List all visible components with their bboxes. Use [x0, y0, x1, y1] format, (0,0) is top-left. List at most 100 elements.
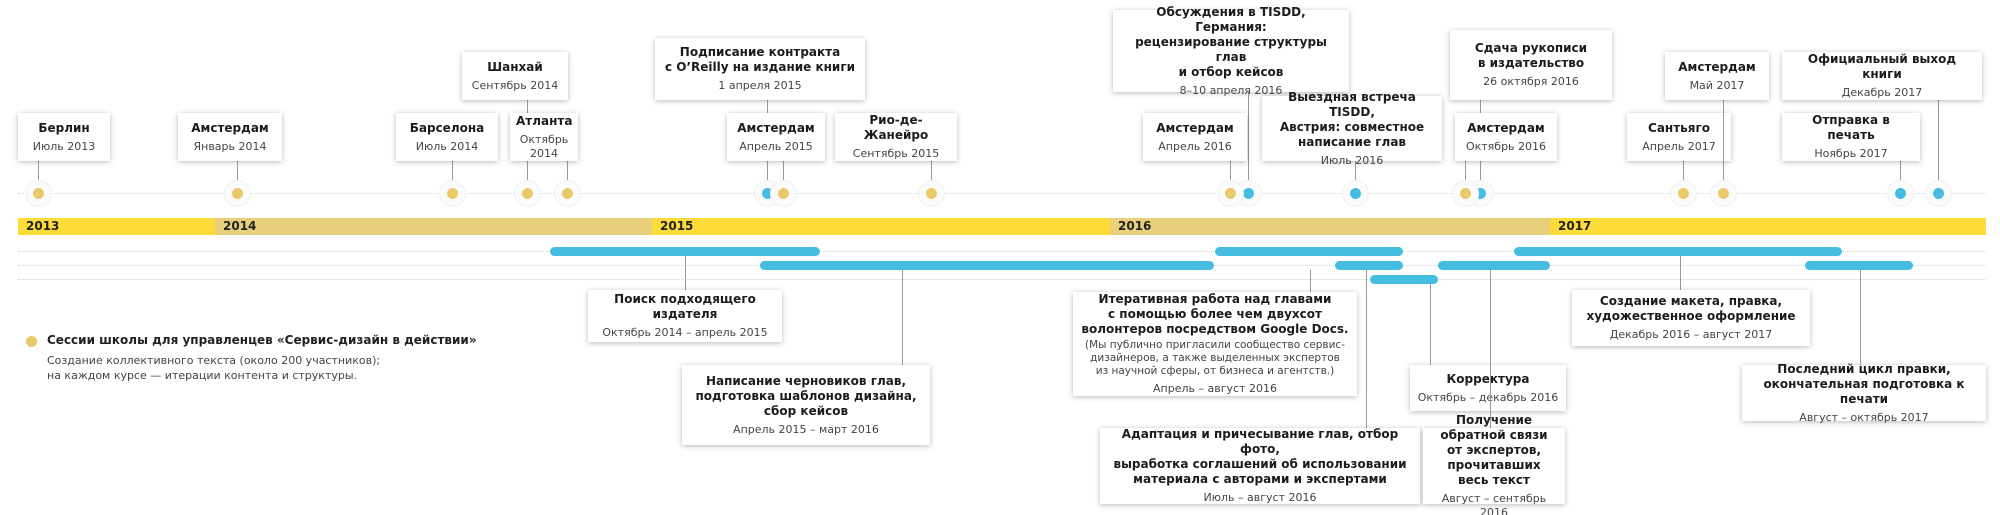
process-card: Последний цикл правки, окончательная под… — [1742, 362, 1986, 424]
event-title: Шанхай — [487, 59, 543, 74]
event-date: Декабрь 2017 — [1841, 86, 1923, 99]
event-title: Официальный выход книги — [1807, 52, 1957, 81]
session-dot — [447, 188, 458, 199]
process-title: Итеративная работа над главами с помощью… — [1081, 292, 1349, 336]
process-date: Октябрь 2014 – апрель 2015 — [602, 326, 768, 339]
bar-track-1 — [18, 251, 1986, 252]
connector-line — [1355, 161, 1356, 186]
session-dot — [522, 188, 533, 199]
event-date: Июль 2014 — [415, 139, 479, 153]
process-date: Октябрь – декабрь 2016 — [1417, 390, 1559, 404]
connector-line — [237, 161, 238, 186]
event-date: Январь 2014 — [193, 139, 267, 153]
event-date: 1 апреля 2015 — [718, 79, 802, 92]
connector-line — [902, 270, 903, 365]
milestone-dot — [1933, 188, 1944, 199]
event-date: Сентябрь 2015 — [852, 147, 940, 160]
year-band-2015: 2015 — [652, 218, 1110, 235]
connector-line — [685, 256, 686, 290]
event-title: Амстердам — [737, 120, 815, 135]
event-date: Апрель 2017 — [1642, 139, 1716, 153]
event-title: Сдача рукописи в издательство — [1474, 41, 1588, 70]
year-band-2016: 2016 — [1110, 218, 1550, 235]
process-date: Июль – август 2016 — [1203, 491, 1317, 504]
year-band-2013: 2013 — [18, 218, 215, 235]
connector-line — [931, 161, 932, 186]
session-dot — [232, 188, 243, 199]
event-date: Ноябрь 2017 — [1814, 147, 1888, 160]
session-dot — [1678, 188, 1689, 199]
event-title: Выездная встреча TISDD, Австрия: совмест… — [1279, 89, 1425, 149]
process-bar — [1215, 247, 1403, 256]
event-date: Июль 2013 — [32, 139, 96, 153]
event-title: Атланта — [516, 113, 573, 128]
event-title: Рио-де-Жанейро — [863, 113, 929, 142]
session-dot — [1225, 188, 1236, 199]
process-date: Август – сентябрь 2016 — [1441, 491, 1547, 515]
process-date: Апрель 2015 – март 2016 — [733, 422, 879, 436]
connector-line — [38, 161, 39, 186]
event-date: Апрель 2016 — [1158, 139, 1232, 153]
event-date: 26 октября 2016 — [1483, 75, 1579, 88]
event-title: Амстердам — [1467, 120, 1545, 135]
connector-line — [1860, 270, 1861, 365]
event-title: Подписание контракта с O’Reilly на издан… — [664, 45, 856, 74]
process-card: Написание черновиков глав, подготовка ша… — [682, 365, 930, 445]
connector-line — [1465, 161, 1466, 186]
process-card: Итеративная работа над главами с помощью… — [1073, 292, 1357, 396]
event-card: Сдача рукописи в издательство 26 октября … — [1450, 30, 1612, 100]
process-bar — [1370, 275, 1438, 284]
process-card: Создание макета, правка, художественное … — [1572, 290, 1810, 346]
year-band-2014: 2014 — [215, 218, 652, 235]
process-title: Создание макета, правка, художественное … — [1586, 294, 1796, 323]
connector-line — [1366, 270, 1367, 428]
event-title: Сантьяго — [1648, 120, 1710, 135]
milestone-dot — [1475, 188, 1486, 199]
process-title: Получение обратной связи от экспертов, п… — [1440, 412, 1548, 487]
connector-line — [1900, 161, 1901, 186]
connector-line — [783, 161, 784, 186]
connector-line — [1248, 92, 1249, 186]
event-date: Апрель 2015 — [739, 139, 813, 153]
event-date: 8–10 апреля 2016 — [1179, 83, 1283, 97]
event-title: Берлин — [38, 120, 90, 135]
process-bar — [1438, 261, 1550, 270]
event-title: Амстердам — [1156, 120, 1234, 135]
year-band-2017: 2017 — [1550, 218, 1986, 235]
event-title: Амстердам — [1678, 59, 1756, 74]
process-bar — [1514, 247, 1842, 256]
session-dot-icon — [26, 336, 37, 347]
event-title: Барселона — [409, 120, 485, 135]
process-date: Апрель – август 2016 — [1153, 382, 1277, 395]
process-note: (Мы публично пригласили сообщество серви… — [1085, 339, 1345, 377]
session-dot — [33, 188, 44, 199]
connector-line — [1230, 161, 1231, 186]
milestone-dot — [1243, 188, 1254, 199]
process-title: Адаптация и причесывание глав, отбор фот… — [1113, 427, 1407, 486]
connector-line — [1683, 161, 1684, 186]
event-title: Обсуждения в TISDD, Германия: рецензиров… — [1135, 4, 1327, 79]
connector-line — [567, 161, 568, 186]
event-card: Выездная встреча TISDD, Австрия: совмест… — [1262, 90, 1442, 167]
event-title: Отправка в печать — [1812, 113, 1890, 142]
connector-line — [1310, 270, 1311, 292]
connector-line — [1430, 284, 1431, 365]
process-title: Корректура — [1446, 371, 1530, 386]
process-bar — [760, 261, 1214, 270]
process-bar — [1805, 261, 1913, 270]
event-date: Сентябрь 2014 — [471, 78, 559, 92]
